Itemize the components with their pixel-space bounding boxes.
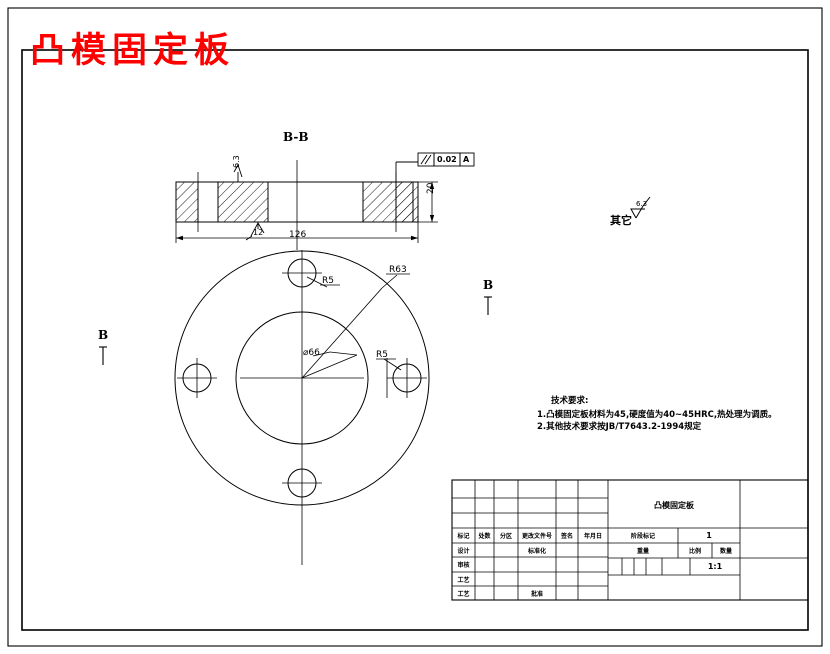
other-finish-label: 其它 bbox=[610, 214, 632, 227]
tb-qty-label: 数量 bbox=[719, 548, 732, 555]
roughness-symbol-top bbox=[233, 163, 243, 182]
tb-rev-header-5: 年月日 bbox=[583, 533, 602, 540]
section-mark-left-label: B bbox=[98, 328, 109, 342]
tolerance-leader bbox=[395, 161, 418, 182]
title-block-grid bbox=[452, 480, 808, 600]
tb-rev-header-4: 签名 bbox=[560, 533, 573, 540]
tb-stage-label: 阶段标记 bbox=[630, 533, 655, 540]
dim-width-text: 126 bbox=[289, 230, 307, 240]
tb-scale-label: 比例 bbox=[688, 548, 701, 555]
tb-row-2-label: 工艺 bbox=[457, 576, 470, 584]
label-r5-top: R5 bbox=[322, 276, 334, 286]
other-roughness-symbol bbox=[630, 196, 651, 219]
title-block-frame bbox=[451, 479, 809, 601]
tb-sheet-count: 1 bbox=[706, 531, 712, 540]
section-hatch-fill bbox=[176, 182, 418, 222]
tech-req-item-1: 1.凸模固定板材料为45,硬度值为40~45HRC,热处理为调质。 bbox=[537, 410, 777, 420]
sheet-outer-border bbox=[7, 7, 823, 647]
plan-hole-centermarks bbox=[177, 272, 427, 484]
other-finish-value: 6.3 bbox=[636, 200, 648, 208]
tb-weight-label: 重量 bbox=[636, 548, 649, 555]
leader-r5-right bbox=[376, 358, 402, 371]
tb-approve-label: 批准 bbox=[530, 590, 543, 598]
leader-r5-top bbox=[306, 276, 340, 288]
tolerance-value: 0.02 bbox=[437, 155, 457, 164]
tolerance-datum: A bbox=[463, 155, 470, 164]
leader-bore bbox=[301, 351, 358, 379]
tb-row-0-standardization: 标准化 bbox=[527, 547, 546, 555]
tb-rev-header-2: 分区 bbox=[499, 533, 512, 540]
section-mark-left bbox=[99, 346, 107, 365]
plan-center-lines bbox=[240, 250, 364, 565]
label-r63: R63 bbox=[389, 265, 407, 275]
section-view-label: B-B bbox=[283, 130, 309, 144]
roughness-symbol-bottom bbox=[245, 222, 265, 241]
tb-scale-value: 1:1 bbox=[707, 562, 723, 571]
section-mark-right bbox=[484, 296, 492, 315]
page-title: 凸模固定板 bbox=[30, 30, 236, 71]
sheet-inner-border bbox=[21, 49, 809, 631]
tech-req-heading: 技术要求: bbox=[551, 396, 589, 406]
tb-rev-header-3: 更改文件号 bbox=[521, 533, 552, 540]
section-mark-right-label: B bbox=[483, 278, 494, 292]
tolerance-frame bbox=[417, 152, 475, 167]
dim-width-126 bbox=[175, 222, 419, 243]
label-r5-right: R5 bbox=[376, 350, 388, 360]
tb-rev-header-1: 处数 bbox=[478, 533, 491, 540]
dim-thickness-text: 20 bbox=[426, 182, 436, 194]
roughness-bottom-value: 12 bbox=[253, 228, 264, 237]
dim-thickness-20 bbox=[418, 181, 438, 223]
tech-req-item-2: 2.其他技术要求按JB/T7643.2-1994规定 bbox=[537, 422, 702, 432]
tb-row-3-label: 工艺 bbox=[457, 590, 470, 598]
tb-row-1-label: 审核 bbox=[457, 562, 470, 569]
label-bore-diameter: ⌀66 bbox=[303, 348, 320, 358]
leader-r63 bbox=[301, 273, 410, 379]
tb-part-name: 凸模固定板 bbox=[654, 500, 694, 510]
tb-rev-header-0: 标记 bbox=[457, 533, 470, 540]
roughness-top-value: 6.3 bbox=[232, 155, 241, 168]
tb-row-0-label: 设计 bbox=[457, 547, 470, 555]
